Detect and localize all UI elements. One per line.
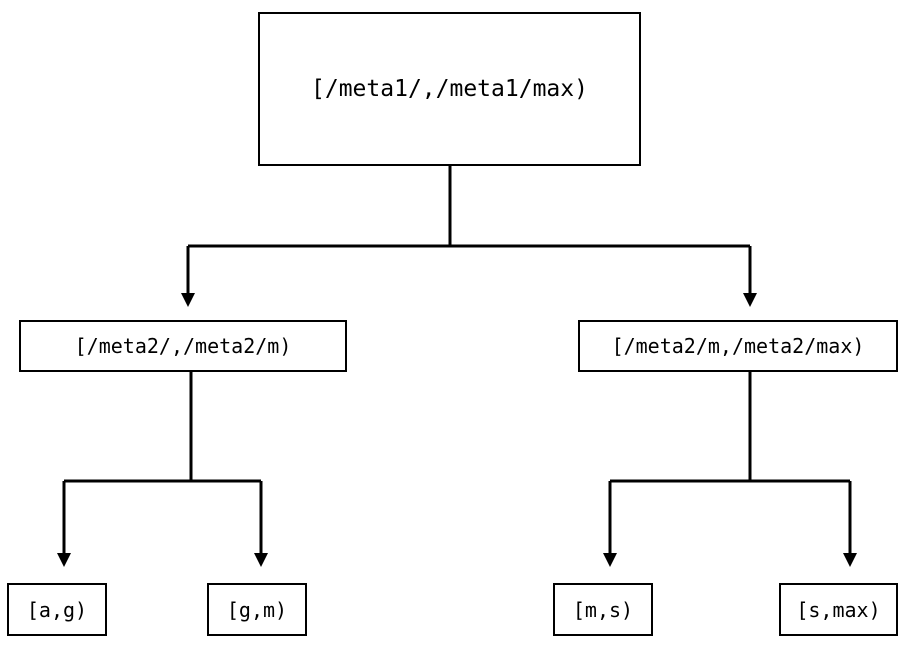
- node-leaf-g-m-label: [g,m): [226, 597, 288, 622]
- node-root-label: [/meta1/,/meta1/max): [311, 76, 588, 102]
- arrowhead-to-meta2low: [181, 293, 195, 307]
- node-meta2-high-label: [/meta2/m,/meta2/max): [611, 334, 865, 358]
- arrowhead-to-leaf-smax: [843, 553, 857, 567]
- node-leaf-a-g[interactable]: [a,g): [7, 583, 107, 636]
- node-leaf-m-s[interactable]: [m,s): [553, 583, 653, 636]
- arrowhead-to-leaf-gm: [254, 553, 268, 567]
- node-leaf-g-m[interactable]: [g,m): [207, 583, 307, 636]
- node-leaf-m-s-label: [m,s): [572, 597, 634, 622]
- node-meta2-high-interval[interactable]: [/meta2/m,/meta2/max): [578, 320, 898, 372]
- arrowhead-to-leaf-ms: [603, 553, 617, 567]
- node-leaf-s-max[interactable]: [s,max): [779, 583, 898, 636]
- node-leaf-s-max-label: [s,max): [796, 597, 881, 622]
- node-leaf-a-g-label: [a,g): [26, 597, 88, 622]
- arrowhead-to-leaf-ag: [57, 553, 71, 567]
- node-meta2-low-label: [/meta2/,/meta2/m): [74, 334, 292, 358]
- node-meta2-low-interval[interactable]: [/meta2/,/meta2/m): [19, 320, 347, 372]
- node-root-interval[interactable]: [/meta1/,/meta1/max): [258, 12, 641, 166]
- arrowhead-to-meta2high: [743, 293, 757, 307]
